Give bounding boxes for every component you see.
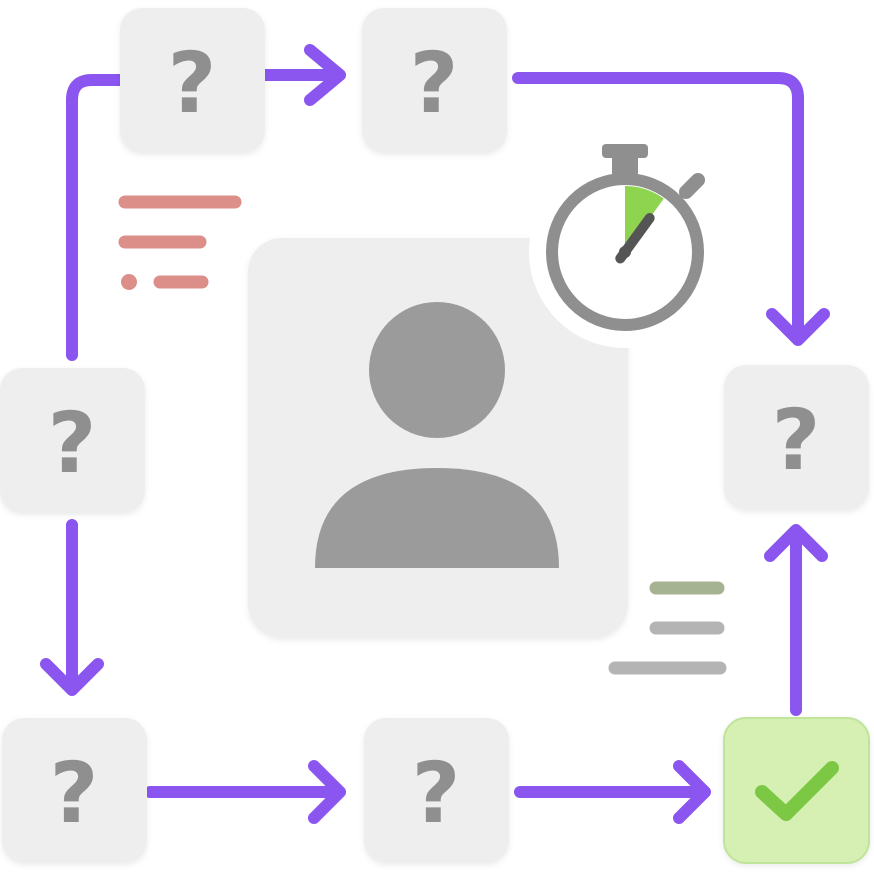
question-tile [120,8,265,153]
arrow-left-middle-to-bottom-left [40,519,104,696]
arrow-top-left-to-top-middle [259,44,346,106]
question-tile [2,718,147,863]
arrow-top-middle-to-right-middle [512,72,830,346]
node-right-middle: ? [724,365,869,510]
node-bottom-left: ? [2,718,147,863]
profile-card [248,238,628,638]
question-mark-icon: ? [410,34,459,132]
flow-arrows [40,44,830,824]
node-bottom-middle: ? [364,718,509,863]
user-silhouette-icon [315,302,559,568]
question-mark-icon: ? [168,34,217,132]
line-left-middle-to-top-left [66,74,126,361]
question-tile [724,365,869,510]
question-tile [0,368,145,513]
checkmark-icon [755,761,839,821]
goal-tile [723,717,870,864]
question-mark-icon: ? [412,744,461,842]
bullet-dot [121,274,137,290]
question-mark-icon: ? [48,394,97,492]
text-lines-red [118,195,242,290]
question-tile [362,8,507,153]
stopwatch-icon [529,144,721,348]
node-left-middle: ? [0,368,145,513]
arrow-bottom-left-to-bottom-middle [144,760,346,824]
question-mark-icon: ? [50,744,99,842]
node-top-middle: ? [362,8,507,153]
text-lines-right [608,581,727,675]
question-tile [364,718,509,863]
question-mark-icon: ? [772,391,821,489]
arrow-bottom-middle-to-goal [514,760,711,824]
arrow-goal-to-right-middle [764,524,828,716]
node-top-left: ? [120,8,265,153]
node-goal [723,717,870,864]
